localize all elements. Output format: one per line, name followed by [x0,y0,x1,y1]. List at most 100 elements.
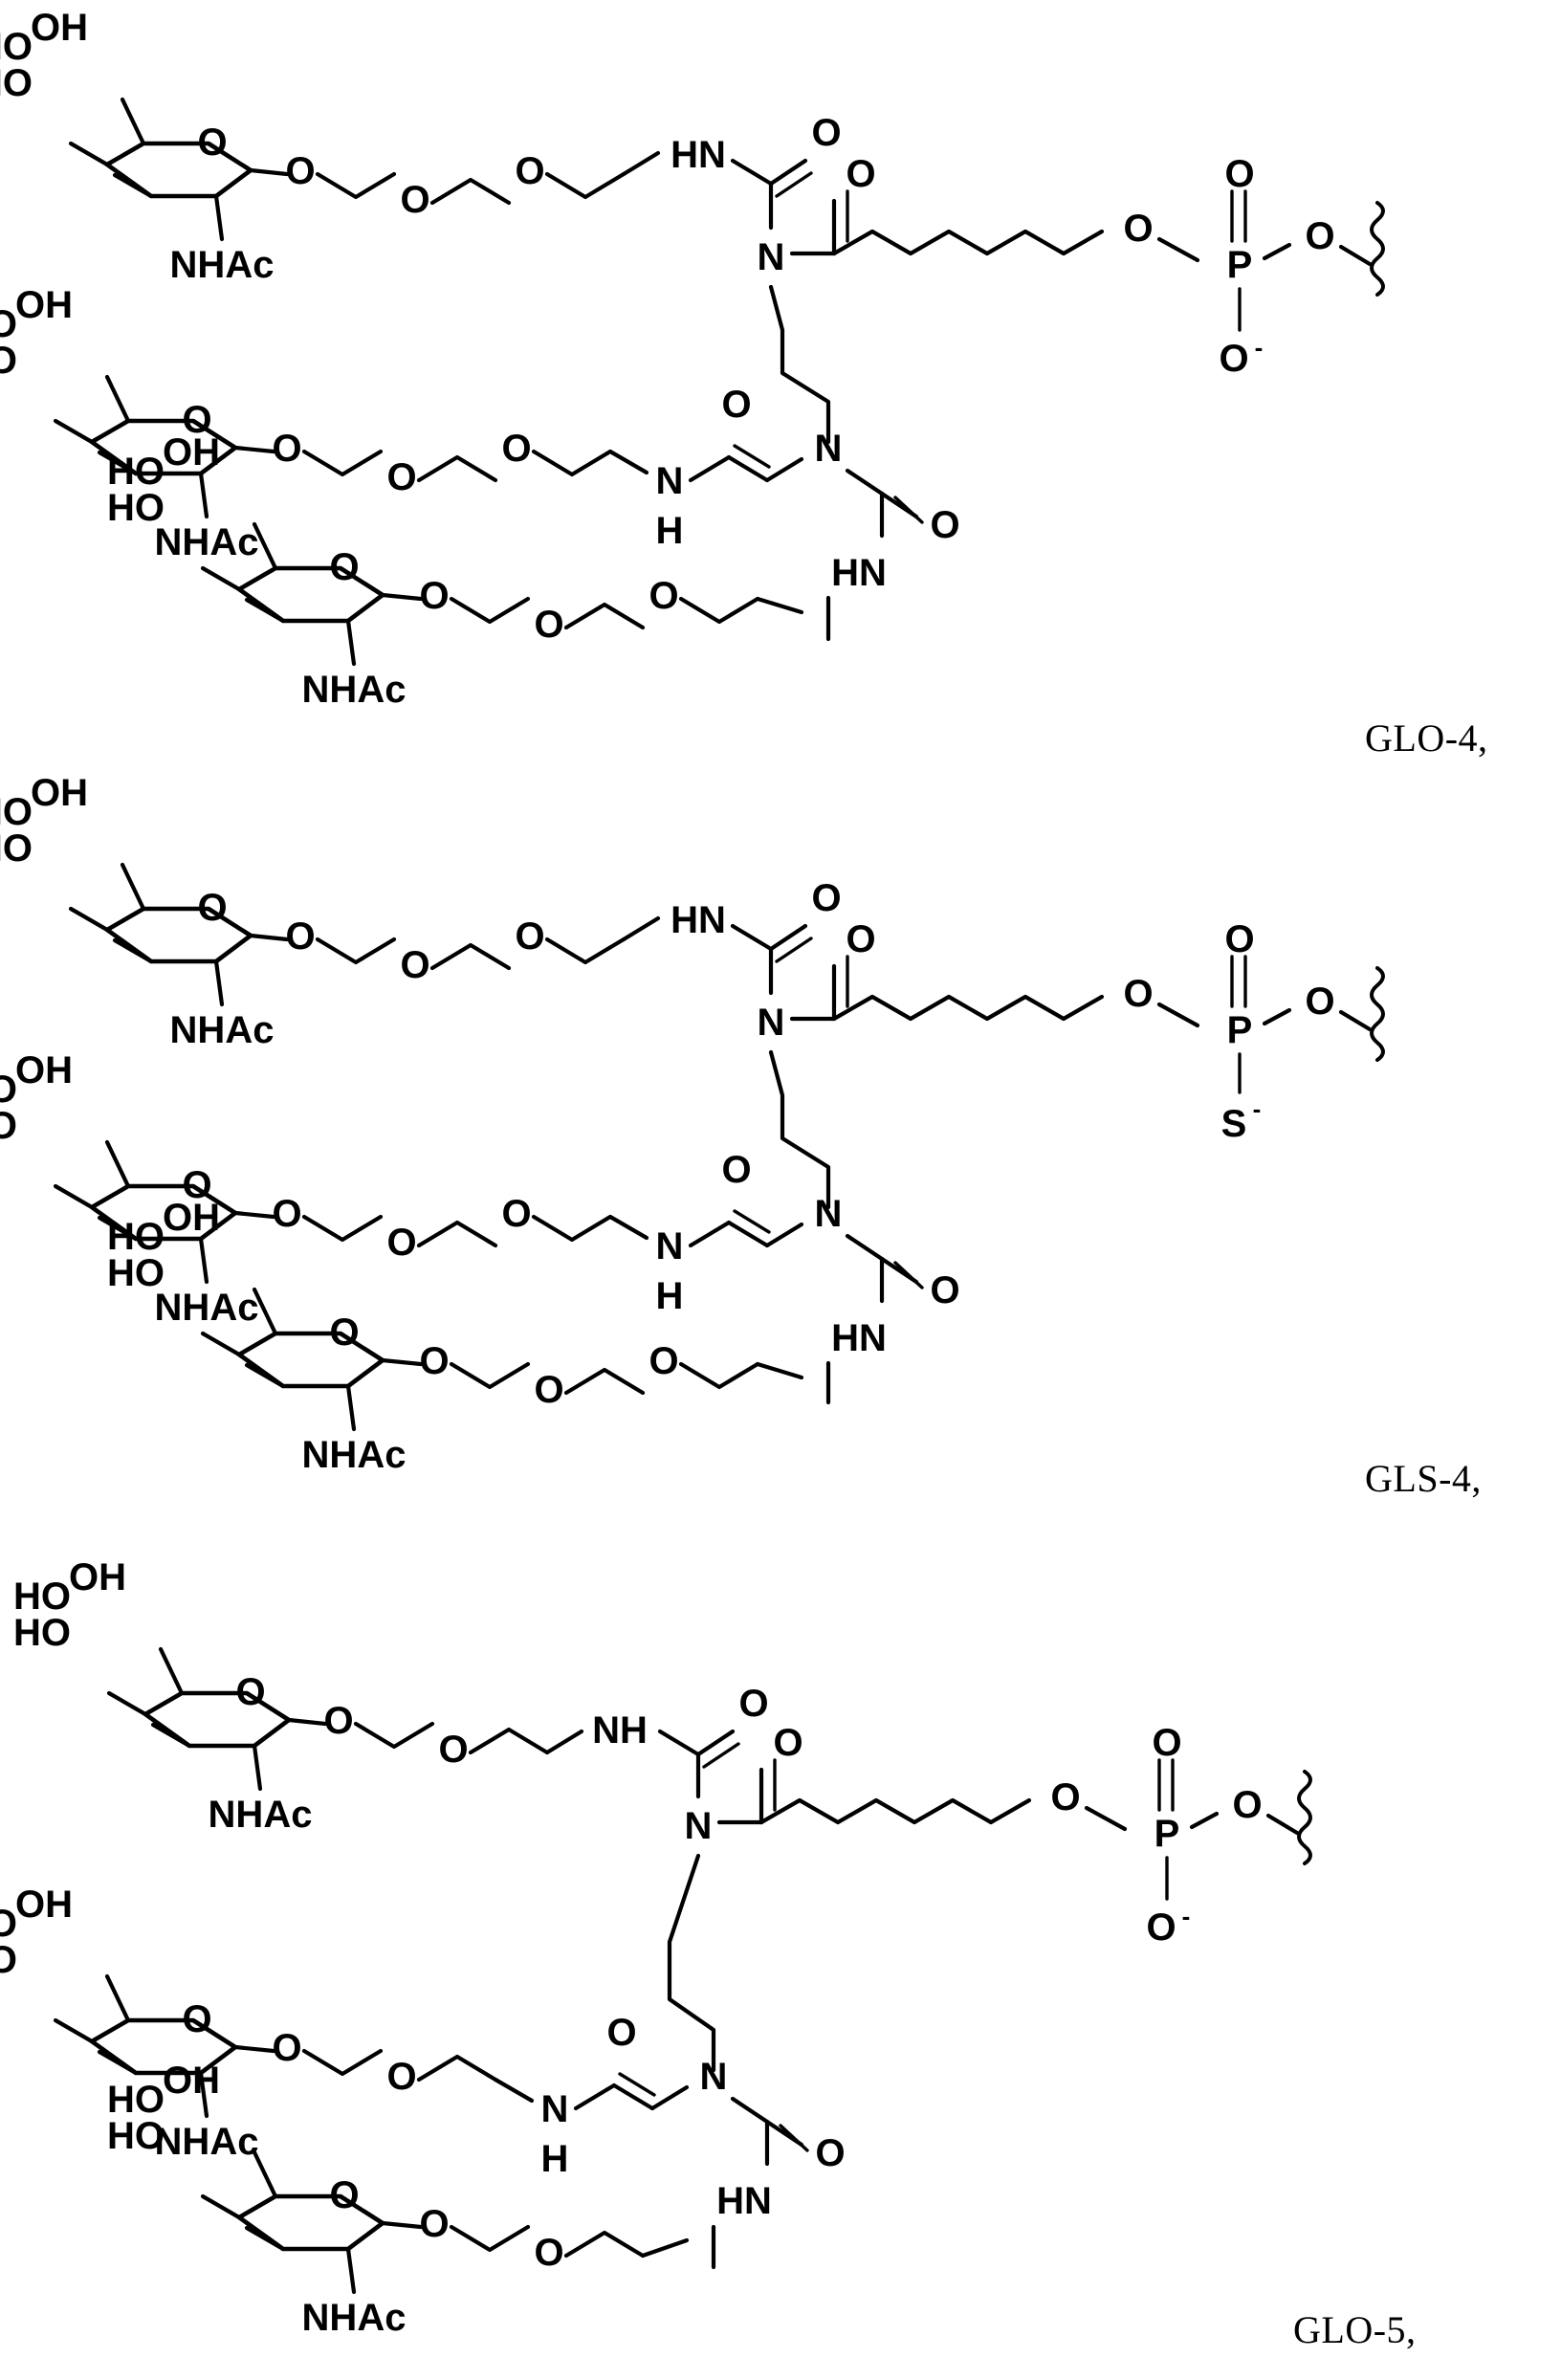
nhac-label: NHAc [302,1434,407,1476]
amide-hydrogen-label: H [541,2138,569,2180]
amide-c: HN [825,1317,887,1405]
carbonyl-oxygen-label: O [721,1149,751,1191]
hydroxyl-label: HO [107,2115,165,2157]
peg-oxygen-label: O [386,2056,416,2098]
carbonyl-oxygen-label: O [811,877,841,919]
peg-chain-a: O O O [285,150,661,221]
sugar-ring-c: OH HO HO O NHAc [107,2060,424,2339]
nhac-label: NHAc [302,2297,407,2339]
nhac-label: NHAc [170,244,275,286]
hydroxyl-label: HO [0,303,17,345]
peg-chain-b: O O [272,2027,535,2104]
sugar-ring-c: OH HO HO O NHAc [107,1197,424,1476]
thiophosphate-anion-label: S [1221,1103,1247,1145]
structure-gls-4: OH HO HO O NHAc O O O HN O N [0,756,1561,1511]
nhac-label: NHAc [155,521,259,563]
phosphorus-label: P [1227,244,1253,286]
amide-nitrogen-label: N [656,1225,684,1267]
amide-c: HN [711,2180,772,2270]
negative-charge-label: - [1182,1902,1191,1930]
glycosidic-oxygen-label: O [272,1193,301,1235]
amide-nitrogen-label: NH [592,1709,648,1752]
peg-chain-a: O O [323,1700,584,1771]
nhac-label: NHAc [170,1009,275,1051]
glo-4-drawing: OH HO HO O NHAc O O O HN O N [0,7,1385,711]
amide-nitrogen-label: HN [831,552,887,594]
amide-b: N H O [541,2012,690,2180]
nhac-label: NHAc [302,669,407,711]
hydroxyl-label: OH [163,431,220,474]
central-nitrogen-b: N O [768,284,960,546]
peg-oxygen-label: O [400,179,429,221]
hydroxyl-label: HO [0,827,33,870]
hydroxyl-label: OH [15,1049,73,1091]
peg-oxygen-label: O [649,1340,678,1382]
hydroxyl-label: HO [107,1252,165,1294]
peg-oxygen-label: O [515,915,544,958]
structure-glo-4: OH HO HO O NHAc O O O HN O N [0,0,1561,756]
ester-oxygen-label: O [1123,208,1153,250]
glycosidic-oxygen-label: O [419,1340,449,1382]
hydroxyl-label: HO [0,62,33,104]
ester-oxygen-label: O [1305,981,1334,1023]
structure-glo-5: OH HO HO O NHAc O O NH O N O [0,1540,1561,2380]
peg-oxygen-label: O [386,456,416,498]
tertiary-nitrogen-label: N [758,1002,785,1044]
hydroxyl-label: OH [69,1556,126,1598]
amide-a: HN O [671,877,842,996]
ester-oxygen-label: O [1123,973,1153,1015]
ring-oxygen-label: O [182,1164,211,1206]
amide-c: HN [825,552,887,642]
central-nitrogen-a: N O O P O O - O [685,1722,1312,1949]
ring-oxygen-label: O [329,1311,359,1354]
ring-oxygen-label: O [197,121,227,164]
ring-oxygen-label: O [182,1998,211,2040]
peg-chain-c: O O O [419,575,804,646]
sugar-ring-b: OH HO HO O NHAc [0,1049,276,1329]
peg-chain-c: O O [419,2203,690,2274]
phosphoryl-oxygen-label: O [1224,153,1254,195]
carbonyl-oxygen-label: O [846,918,875,960]
hydroxyl-label: HO [0,1105,17,1147]
amide-b: N H O [656,384,804,552]
hydroxyl-label: HO [107,487,165,529]
carbonyl-oxygen-label: O [738,1683,768,1725]
ring-oxygen-label: O [329,546,359,588]
central-nitrogen-a: N O O P O O - O [758,153,1385,380]
glycosidic-oxygen-label: O [285,915,315,958]
glo-5-drawing: OH HO HO O NHAc O O NH O N O [0,1556,1312,2339]
carbonyl-oxygen-label: O [930,504,959,546]
peg-oxygen-label: O [438,1729,468,1771]
hydroxyl-label: HO [13,1612,71,1654]
ester-oxygen-label: O [1232,1784,1262,1826]
amide-b: N H O [656,1149,804,1317]
hydroxyl-label: OH [163,2060,220,2102]
glycosidic-oxygen-label: O [272,2027,301,2069]
peg-oxygen-label: O [534,1369,563,1411]
carbonyl-oxygen-label: O [815,2132,845,2174]
central-nitrogen-a: N O O P O S - O [758,918,1385,1145]
central-nitrogen-b: N O [667,1853,846,2174]
amide-nitrogen-label: HN [671,134,726,176]
peg-oxygen-label: O [534,604,563,646]
hydroxyl-label: OH [15,1884,73,1926]
phosphate-anion-label: O [1219,338,1248,380]
hydroxyl-label: HO [0,791,33,833]
nhac-label: NHAc [155,2121,259,2163]
phosphorus-label: P [1154,1813,1180,1855]
sugar-ring-a: OH HO HO O NHAc [0,7,290,286]
amide-a: NH O [592,1683,769,1799]
amide-nitrogen-label: HN [831,1317,887,1359]
compound-label-glo-5: GLO-5, [1293,2308,1417,2351]
peg-chain-c: O O O [419,1340,804,1411]
carbonyl-oxygen-label: O [930,1269,959,1311]
gls-4-drawing: OH HO HO O NHAc O O O HN O N [0,772,1385,1476]
sugar-ring-b: OH HO HO O NHAc [0,1884,276,2163]
peg-oxygen-label: O [501,428,531,470]
peg-chain-b: O O O [272,1193,649,1264]
peg-oxygen-label: O [501,1193,531,1235]
amide-hydrogen-label: H [656,510,684,552]
ring-oxygen-label: O [197,887,227,929]
hydroxyl-label: HO [0,1069,17,1111]
